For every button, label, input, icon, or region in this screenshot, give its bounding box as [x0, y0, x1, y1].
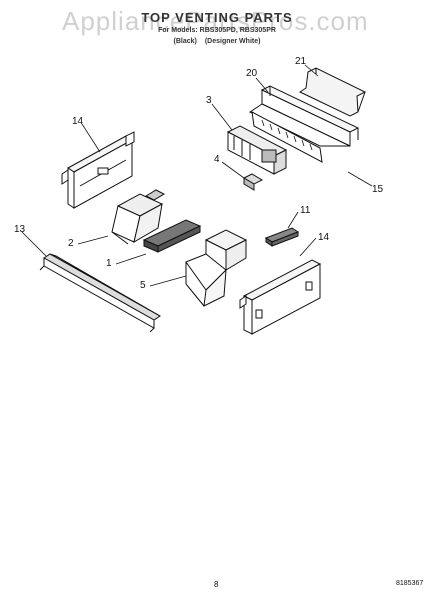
- part-20-vent-bracket: [248, 85, 360, 147]
- callout-20: 20: [246, 68, 258, 79]
- part-11-clip: [264, 227, 300, 247]
- page-title: TOP VENTING PARTS: [141, 10, 293, 25]
- document-number: 8185367: [396, 580, 424, 587]
- page-number: 8: [214, 580, 219, 589]
- callout-13: 13: [14, 224, 26, 235]
- model-line: For Models: RBS305PD, RBS305PR: [158, 27, 276, 34]
- color-black-label: (Black): [173, 38, 197, 45]
- part-2-duct: [111, 189, 166, 245]
- part-15-vent-slot-strip: [251, 111, 323, 163]
- part-1-filter-bar: [142, 219, 202, 253]
- part-14-left-bracket: [61, 131, 135, 209]
- callout-14-upper: 14: [72, 116, 84, 127]
- callout-2: 2: [68, 238, 74, 249]
- callout-11: 11: [300, 205, 311, 216]
- watermark-text: AppliancePartsPros.com: [62, 6, 369, 36]
- callout-14-lower: 14: [318, 232, 330, 243]
- callout-4: 4: [214, 154, 220, 165]
- part-3-blower-assembly: [226, 125, 288, 175]
- part-14-right-panel: [239, 259, 322, 335]
- callout-5: 5: [140, 280, 146, 291]
- leader-lines: [21, 64, 373, 287]
- part-4-connector: [242, 173, 264, 191]
- part-21-plate: [298, 67, 367, 117]
- callout-3: 3: [206, 95, 212, 106]
- callout-21: 21: [295, 56, 307, 67]
- callout-15: 15: [372, 184, 384, 195]
- callout-1: 1: [106, 258, 112, 269]
- color-white-label: (Designer White): [204, 38, 261, 45]
- color-line: (Black) (Designer White): [0, 38, 434, 45]
- part-13-rail: [39, 253, 161, 333]
- part-5-deflector: [185, 229, 248, 307]
